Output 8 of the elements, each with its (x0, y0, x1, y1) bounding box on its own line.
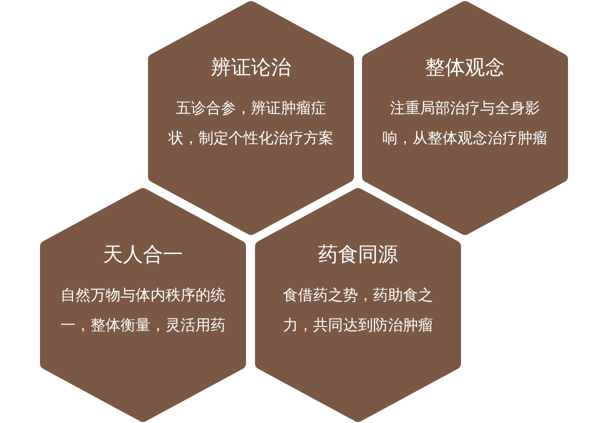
hexagon-description: 五诊合参，辨证肿瘤症状，制定个性化治疗方案 (168, 98, 334, 149)
hexagon-description: 注重局部治疗与全身影响，从整体观念治疗肿瘤 (382, 98, 548, 149)
hexagon-description: 自然万物与体内秩序的统一，整体衡量，灵活用药 (60, 285, 226, 336)
hexagon-title: 天人合一 (102, 241, 184, 268)
hexagon-title: 药食同源 (317, 241, 399, 268)
hexagon-title: 辨证论治 (210, 54, 292, 81)
hexagon-description: 食借药之势，药助食之力，共同达到防治肿瘤 (282, 285, 434, 336)
hexagon-title: 整体观念 (424, 54, 506, 81)
